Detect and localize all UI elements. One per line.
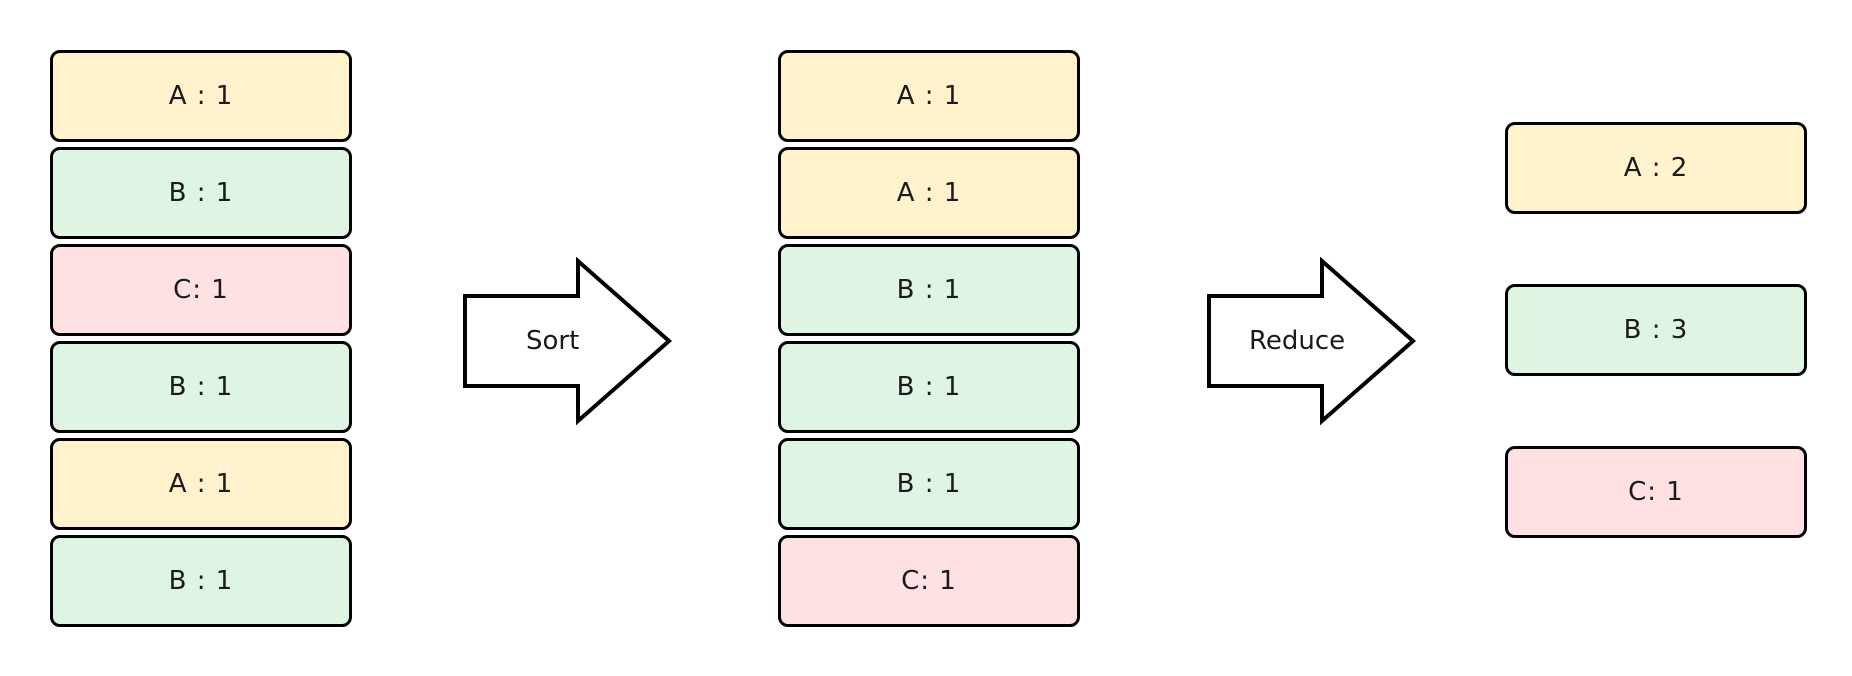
- pair-label: B : 1: [168, 566, 234, 596]
- sort-arrow: Sort: [462, 256, 673, 426]
- input-pair-b: B : 1: [50, 535, 352, 627]
- input-pair-c: C: 1: [50, 244, 352, 336]
- right-arrow-icon: [1207, 256, 1417, 426]
- pair-label: B : 1: [896, 469, 962, 499]
- pair-label: B : 1: [168, 178, 234, 208]
- sorted-pair-a: A : 1: [778, 50, 1080, 142]
- input-pair-a: A : 1: [50, 438, 352, 530]
- pair-label: B : 3: [1623, 315, 1689, 345]
- pair-label: A : 1: [168, 469, 234, 499]
- pair-label: A : 1: [896, 81, 962, 111]
- pair-label: A : 1: [168, 81, 234, 111]
- pair-label: C: 1: [173, 275, 229, 305]
- reduce-arrow: Reduce: [1206, 256, 1417, 426]
- reduced-pair-c: C: 1: [1505, 446, 1807, 538]
- pair-label: B : 1: [168, 372, 234, 402]
- sorted-pair-b: B : 1: [778, 438, 1080, 530]
- pair-label: A : 2: [1623, 153, 1689, 183]
- input-pair-a: A : 1: [50, 50, 352, 142]
- right-arrow-icon: [463, 256, 673, 426]
- sorted-pair-b: B : 1: [778, 244, 1080, 336]
- sorted-pair-c: C: 1: [778, 535, 1080, 627]
- pair-label: B : 1: [896, 372, 962, 402]
- sort-label: Sort: [526, 326, 580, 356]
- reduced-pair-a: A : 2: [1505, 122, 1807, 214]
- sorted-pair-b: B : 1: [778, 341, 1080, 433]
- pair-label: B : 1: [896, 275, 962, 305]
- input-pair-b: B : 1: [50, 341, 352, 433]
- pair-label: C: 1: [901, 566, 957, 596]
- input-pair-b: B : 1: [50, 147, 352, 239]
- reduce-label: Reduce: [1249, 326, 1346, 356]
- pair-label: C: 1: [1628, 477, 1684, 507]
- reduced-pair-b: B : 3: [1505, 284, 1807, 376]
- sorted-pair-a: A : 1: [778, 147, 1080, 239]
- pair-label: A : 1: [896, 178, 962, 208]
